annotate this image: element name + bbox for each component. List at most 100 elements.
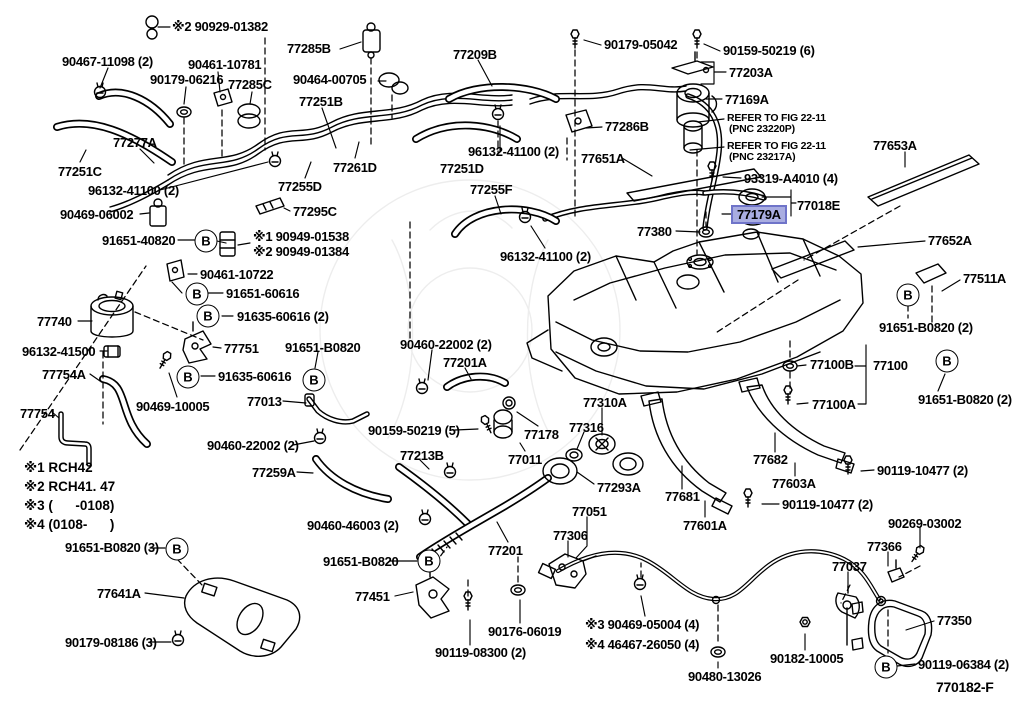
part-label: ※4 46467-26050 (4) <box>585 637 700 652</box>
part-label: 77169A <box>725 92 769 107</box>
part-label: 90269-03002 <box>888 516 962 531</box>
part-label: 77013 <box>247 394 282 409</box>
part-label: 77213B <box>400 448 444 463</box>
b-marker: B <box>185 282 209 306</box>
part-label: 91651-B0820 <box>323 554 399 569</box>
part-label: 77251D <box>440 161 484 176</box>
part-label: 90119-06384 (2) <box>918 657 1009 672</box>
b-marker: B <box>165 537 189 561</box>
part-label: 96132-41500 <box>22 344 96 359</box>
part-label: 90159-50219 (6) <box>723 43 815 58</box>
part-label: REFER TO FIG 22-11 <box>727 140 826 152</box>
fuel-hoses <box>53 83 560 528</box>
part-label: ※1 90949-01538 <box>253 229 349 244</box>
part-label: 91651-B0820 (2) <box>918 392 1012 407</box>
part-label: (PNC 23220P) <box>729 123 795 135</box>
part-label: 77011 <box>508 452 542 467</box>
part-label: 77178 <box>524 427 559 442</box>
part-label: 90159-50219 (5) <box>368 423 460 438</box>
part-label: 77366 <box>867 539 902 554</box>
watermark <box>319 179 621 481</box>
fuel-tank <box>526 231 864 395</box>
part-label: 77754A <box>42 367 86 382</box>
fuel-tube-bundle <box>109 83 767 231</box>
part-label: 77251C <box>58 164 102 179</box>
part-label: 91635-60616 (2) <box>237 309 329 324</box>
part-label: 90179-08186 (3) <box>65 635 157 650</box>
part-label: 96132-41100 (2) <box>500 249 591 264</box>
part-label: 77751 <box>224 341 259 356</box>
part-label: 91635-60616 <box>218 369 292 384</box>
b-marker: B <box>194 229 218 253</box>
part-label: 96132-41100 (2) <box>88 183 179 198</box>
part-label: ※2 90949-01384 <box>253 244 349 259</box>
part-label: 77261D <box>333 160 377 175</box>
part-label: 90119-10477 (2) <box>877 463 968 478</box>
assembly-dashed-lines <box>19 37 933 654</box>
part-label: 77209B <box>453 47 497 62</box>
part-label: 77511A <box>963 271 1007 286</box>
part-label: 90461-10781 <box>188 57 262 72</box>
tank-protector-bracket <box>183 577 301 657</box>
b-marker: B <box>417 549 441 573</box>
b-marker: B <box>935 349 959 373</box>
part-label: 91651-B0820 (3) <box>65 540 159 555</box>
part-label: 77293A <box>597 480 641 495</box>
part-label: 90480-13026 <box>688 669 762 684</box>
part-label: 90460-22002 (2) <box>400 337 492 352</box>
b-marker: B <box>196 304 220 328</box>
legend-line: ※1 RCH42 <box>24 460 93 475</box>
hardware-fittings <box>93 29 927 658</box>
legend-line: ※3 ( -0108) <box>24 498 115 513</box>
part-label: 93319-A4010 (4) <box>744 171 838 186</box>
figure-code: 770182-F <box>936 679 994 695</box>
leader-lines <box>51 26 961 669</box>
b-marker: B <box>874 655 898 679</box>
legend-line: ※4 (0108- ) <box>24 517 115 532</box>
part-label: 77316 <box>569 420 604 435</box>
part-label: 77601A <box>683 518 727 533</box>
part-label: 77306 <box>553 528 588 543</box>
part-label: 77251B <box>299 94 343 109</box>
part-label: 77255D <box>278 179 322 194</box>
part-label: 77277A <box>113 135 157 150</box>
tank-straps <box>640 377 855 515</box>
part-label: 77201 <box>488 543 523 558</box>
part-label: 77651A <box>581 151 625 166</box>
b-marker: B <box>302 368 326 392</box>
part-label: 77286B <box>605 119 649 134</box>
part-label: 77285C <box>228 77 272 92</box>
part-label: 91651-60616 <box>226 286 300 301</box>
part-label: 77310A <box>583 395 627 410</box>
part-label-selected[interactable]: 77179A <box>731 205 787 224</box>
part-label: (PNC 23217A) <box>729 151 796 163</box>
b-marker: B <box>896 283 920 307</box>
part-label: 90469-10005 <box>136 399 210 414</box>
fuel-lid <box>846 599 933 668</box>
filler-pipe-assembly <box>416 396 644 561</box>
part-label: 90460-46003 (2) <box>307 518 399 533</box>
part-label: 90119-08300 (2) <box>435 645 526 660</box>
part-label: 77740 <box>37 314 72 329</box>
part-label: 77754 <box>20 406 55 421</box>
part-label: 96132-41100 (2) <box>468 144 559 159</box>
part-label: 77641A <box>97 586 141 601</box>
part-label: 90119-10477 (2) <box>782 497 873 512</box>
part-label: ※3 90469-05004 (4) <box>585 617 700 632</box>
part-label: 77451 <box>355 589 390 604</box>
part-label: 90460-22002 (2) <box>207 438 299 453</box>
part-label: 90182-10005 <box>770 651 844 666</box>
part-label: 77603A <box>772 476 816 491</box>
part-label: 77203A <box>729 65 773 80</box>
part-label: 90467-11098 (2) <box>62 54 153 69</box>
part-label: 77100 <box>873 358 908 373</box>
part-label: 90464-00705 <box>293 72 367 87</box>
reserve-tank <box>90 290 134 358</box>
part-label: 77018E <box>797 198 841 213</box>
part-label: 77051 <box>572 504 607 519</box>
part-label: 90176-06019 <box>488 624 562 639</box>
part-label: 77350 <box>937 613 972 628</box>
part-label: ※2 90929-01382 <box>172 19 268 34</box>
